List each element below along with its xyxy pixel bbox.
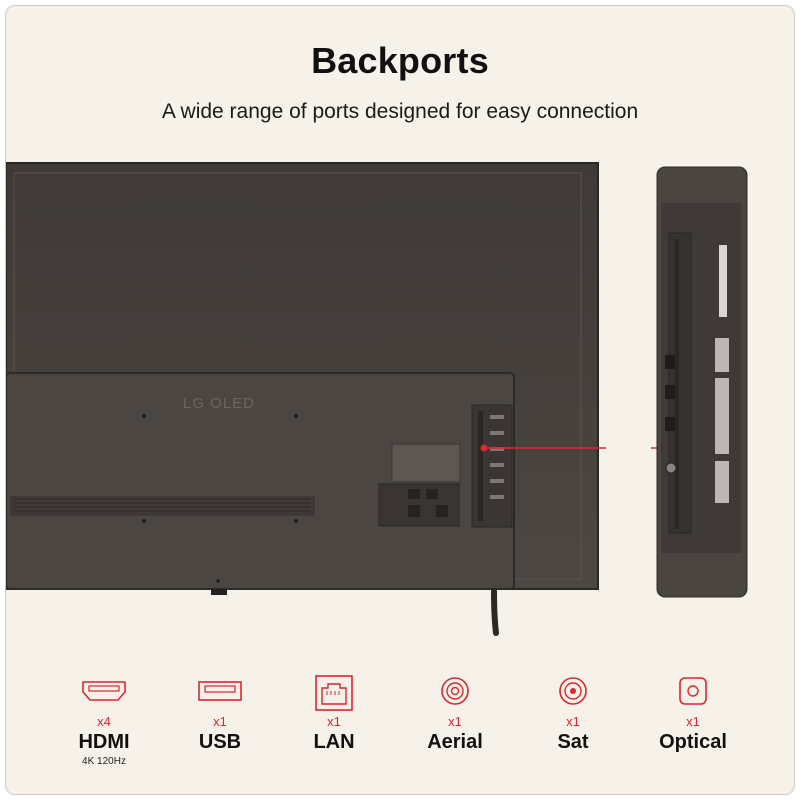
port-name: Aerial [427,731,483,753]
port-count: x1 [448,714,462,729]
port-name: Sat [557,731,589,753]
port-item-sat: x1 Sat [513,674,633,754]
port-name: USB [198,731,242,753]
port-list: x4 HDMI 4K 120Hz x1 USB [6,674,794,784]
port-item-optical: x1 Optical [633,674,753,754]
sat-icon [559,677,587,705]
port-name: Optical [659,731,727,753]
optical-icon [679,677,707,705]
rear-cover [6,372,515,590]
page-subtitle: A wide range of ports designed for easy … [161,100,639,123]
port-count: x4 [97,714,111,729]
port-item-lan: x1 LAN [274,674,394,754]
lan-icon [315,675,353,711]
port-item-aerial: x1 Aerial [395,674,515,754]
hdmi-icon [82,681,126,701]
port-item-usb: x1 USB [160,674,280,754]
port-count: x1 [213,714,227,729]
port-spec: 4K 120Hz [82,756,126,767]
port-closeup-inset [651,166,748,598]
tv-logo: LG OLED [183,395,255,412]
port-count: x1 [566,714,580,729]
tv-back-illustration: LG OLED [6,162,606,636]
usb-icon [198,681,242,701]
port-name: HDMI [78,731,130,753]
port-count: x1 [327,714,341,729]
aerial-icon [441,677,469,705]
port-count: x1 [686,714,700,729]
port-name: LAN [313,731,355,753]
page-title: Backports [311,40,489,81]
port-item-hdmi: x4 HDMI 4K 120Hz [44,674,164,767]
product-card: Backports A wide range of ports designed… [5,5,795,795]
